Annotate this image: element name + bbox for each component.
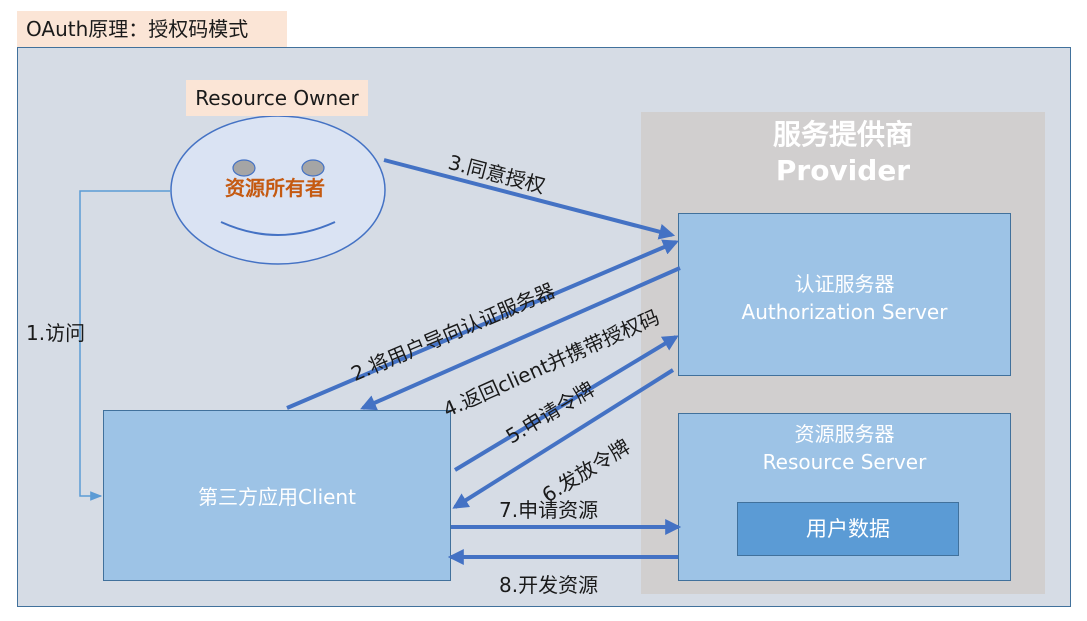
user-data-box: 用户数据: [737, 502, 959, 556]
client-label: 第三方应用Client: [198, 485, 356, 509]
arrow-step1: [79, 190, 171, 501]
arrow-step2: [286, 239, 679, 410]
arrow-step4: [360, 266, 681, 411]
provider-title: 服务提供商 Provider: [641, 117, 1045, 189]
provider-title-en: Provider: [775, 154, 911, 187]
auth-server-label-cn: 认证服务器: [794, 272, 895, 296]
diagram-title: OAuth原理：授权码模式: [17, 11, 287, 47]
step8-label: 8.开发资源: [499, 573, 599, 597]
resource-owner-face: [170, 115, 386, 265]
smile-mouth: [220, 221, 336, 236]
left-eye: [232, 159, 256, 177]
arrow-step5: [453, 335, 679, 472]
arrow-step3: [383, 158, 676, 240]
resource-owner-name: 资源所有者: [225, 176, 325, 200]
provider-title-cn: 服务提供商: [772, 118, 913, 151]
auth-server-label-en: Authorization Server: [741, 300, 948, 324]
resource-owner-tag: Resource Owner: [186, 80, 368, 116]
resource-server-label-en: Resource Server: [762, 450, 927, 474]
step1-label: 1.访问: [26, 321, 86, 345]
right-eye: [301, 159, 325, 177]
arrow-step6: [452, 368, 675, 509]
authorization-server-box: 认证服务器 Authorization Server: [678, 213, 1011, 376]
resource-server-label-cn: 资源服务器: [794, 422, 895, 446]
client-box: 第三方应用Client: [103, 410, 451, 581]
step7-label: 7.申请资源: [499, 498, 599, 522]
